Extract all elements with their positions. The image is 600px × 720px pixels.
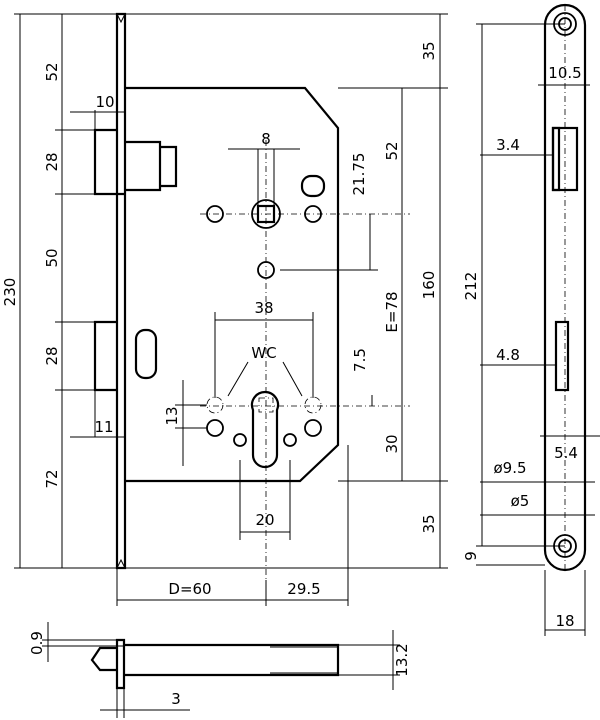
dim-backset: D=60 — [168, 580, 211, 598]
forend-bolt-opening — [554, 320, 570, 392]
dim-top-offset: 35 — [420, 41, 438, 60]
dim-cylinder-width: 20 — [255, 511, 274, 529]
wc-square — [258, 397, 274, 413]
lock-case-body — [125, 86, 340, 483]
dim-body-height: 160 — [420, 271, 438, 300]
dim-lower-body: 30 — [383, 434, 401, 453]
dim-screw-from-end: 9 — [462, 551, 480, 561]
front-view: 230 52 28 50 28 72 10 11 8 35 52 21.75 E… — [1, 12, 448, 606]
dim-lower-offset: 7.5 — [351, 348, 369, 372]
dim-bolt-height: 28 — [43, 346, 61, 365]
dim-top-to-latch: 52 — [43, 62, 61, 81]
dim-latch-height: 28 — [43, 152, 61, 171]
dim-case-depth: 13.2 — [393, 643, 411, 676]
dim-centre-distance: E=78 — [383, 291, 401, 332]
dim-total-height: 230 — [1, 278, 19, 307]
dim-latch-to-bolt: 50 — [43, 248, 61, 267]
dim-bolt-projection: 11 — [94, 418, 113, 436]
dim-forend-width: 18 — [555, 612, 574, 630]
dim-top-width: 10.5 — [548, 64, 581, 82]
case-slot-lower — [134, 328, 158, 380]
dim-latch-offset: 3.4 — [496, 136, 520, 154]
wc-hole-left — [206, 419, 224, 437]
dim-wc-hole-spacing: 38 — [254, 299, 273, 317]
forend-plate — [115, 12, 127, 570]
side-view: 212 10.5 3.4 4.8 ø9.5 5.4 ø5 9 18 — [462, 3, 600, 636]
dim-body-top: 52 — [383, 141, 401, 160]
wc-label: WC — [251, 344, 276, 362]
small-hole-left — [233, 433, 247, 447]
bottom-view: 0.9 13.2 3 — [28, 622, 411, 718]
dim-latch-projection: 10 — [95, 93, 114, 111]
dim-spindle-square: 8 — [261, 130, 271, 148]
dim-forend-to-body-edge: 29.5 — [287, 580, 320, 598]
dim-bottom-offset: 35 — [420, 514, 438, 533]
dim-bolt-offset: 4.8 — [496, 346, 520, 364]
case-slot-upper — [300, 174, 326, 198]
cylinder-profile — [250, 390, 280, 469]
small-hole-right — [283, 433, 297, 447]
dim-offset: 0.9 — [28, 631, 46, 655]
forend-latch-inner — [551, 126, 561, 192]
dead-bolt — [93, 320, 117, 392]
dim-screw-hole-small: ø5 — [511, 492, 530, 510]
dim-hole-height: 13 — [163, 406, 181, 425]
latch-bolt — [93, 128, 162, 196]
bottom-latch — [90, 646, 117, 672]
bottom-forend — [115, 638, 126, 690]
bottom-case — [124, 643, 340, 677]
dim-bolt-to-bottom: 72 — [43, 469, 61, 488]
dim-plate-thickness: 3 — [171, 690, 181, 708]
wc-hole-right — [304, 419, 322, 437]
dim-screw-hole-large: ø9.5 — [493, 459, 526, 477]
wc-hole-left-dashed — [206, 396, 224, 414]
dim-spindle-to-center: 21.75 — [350, 153, 368, 196]
wc-hole-right-dashed — [304, 396, 322, 414]
dim-forend-length: 212 — [462, 272, 480, 301]
dim-bottom-width: 5.4 — [554, 444, 578, 462]
